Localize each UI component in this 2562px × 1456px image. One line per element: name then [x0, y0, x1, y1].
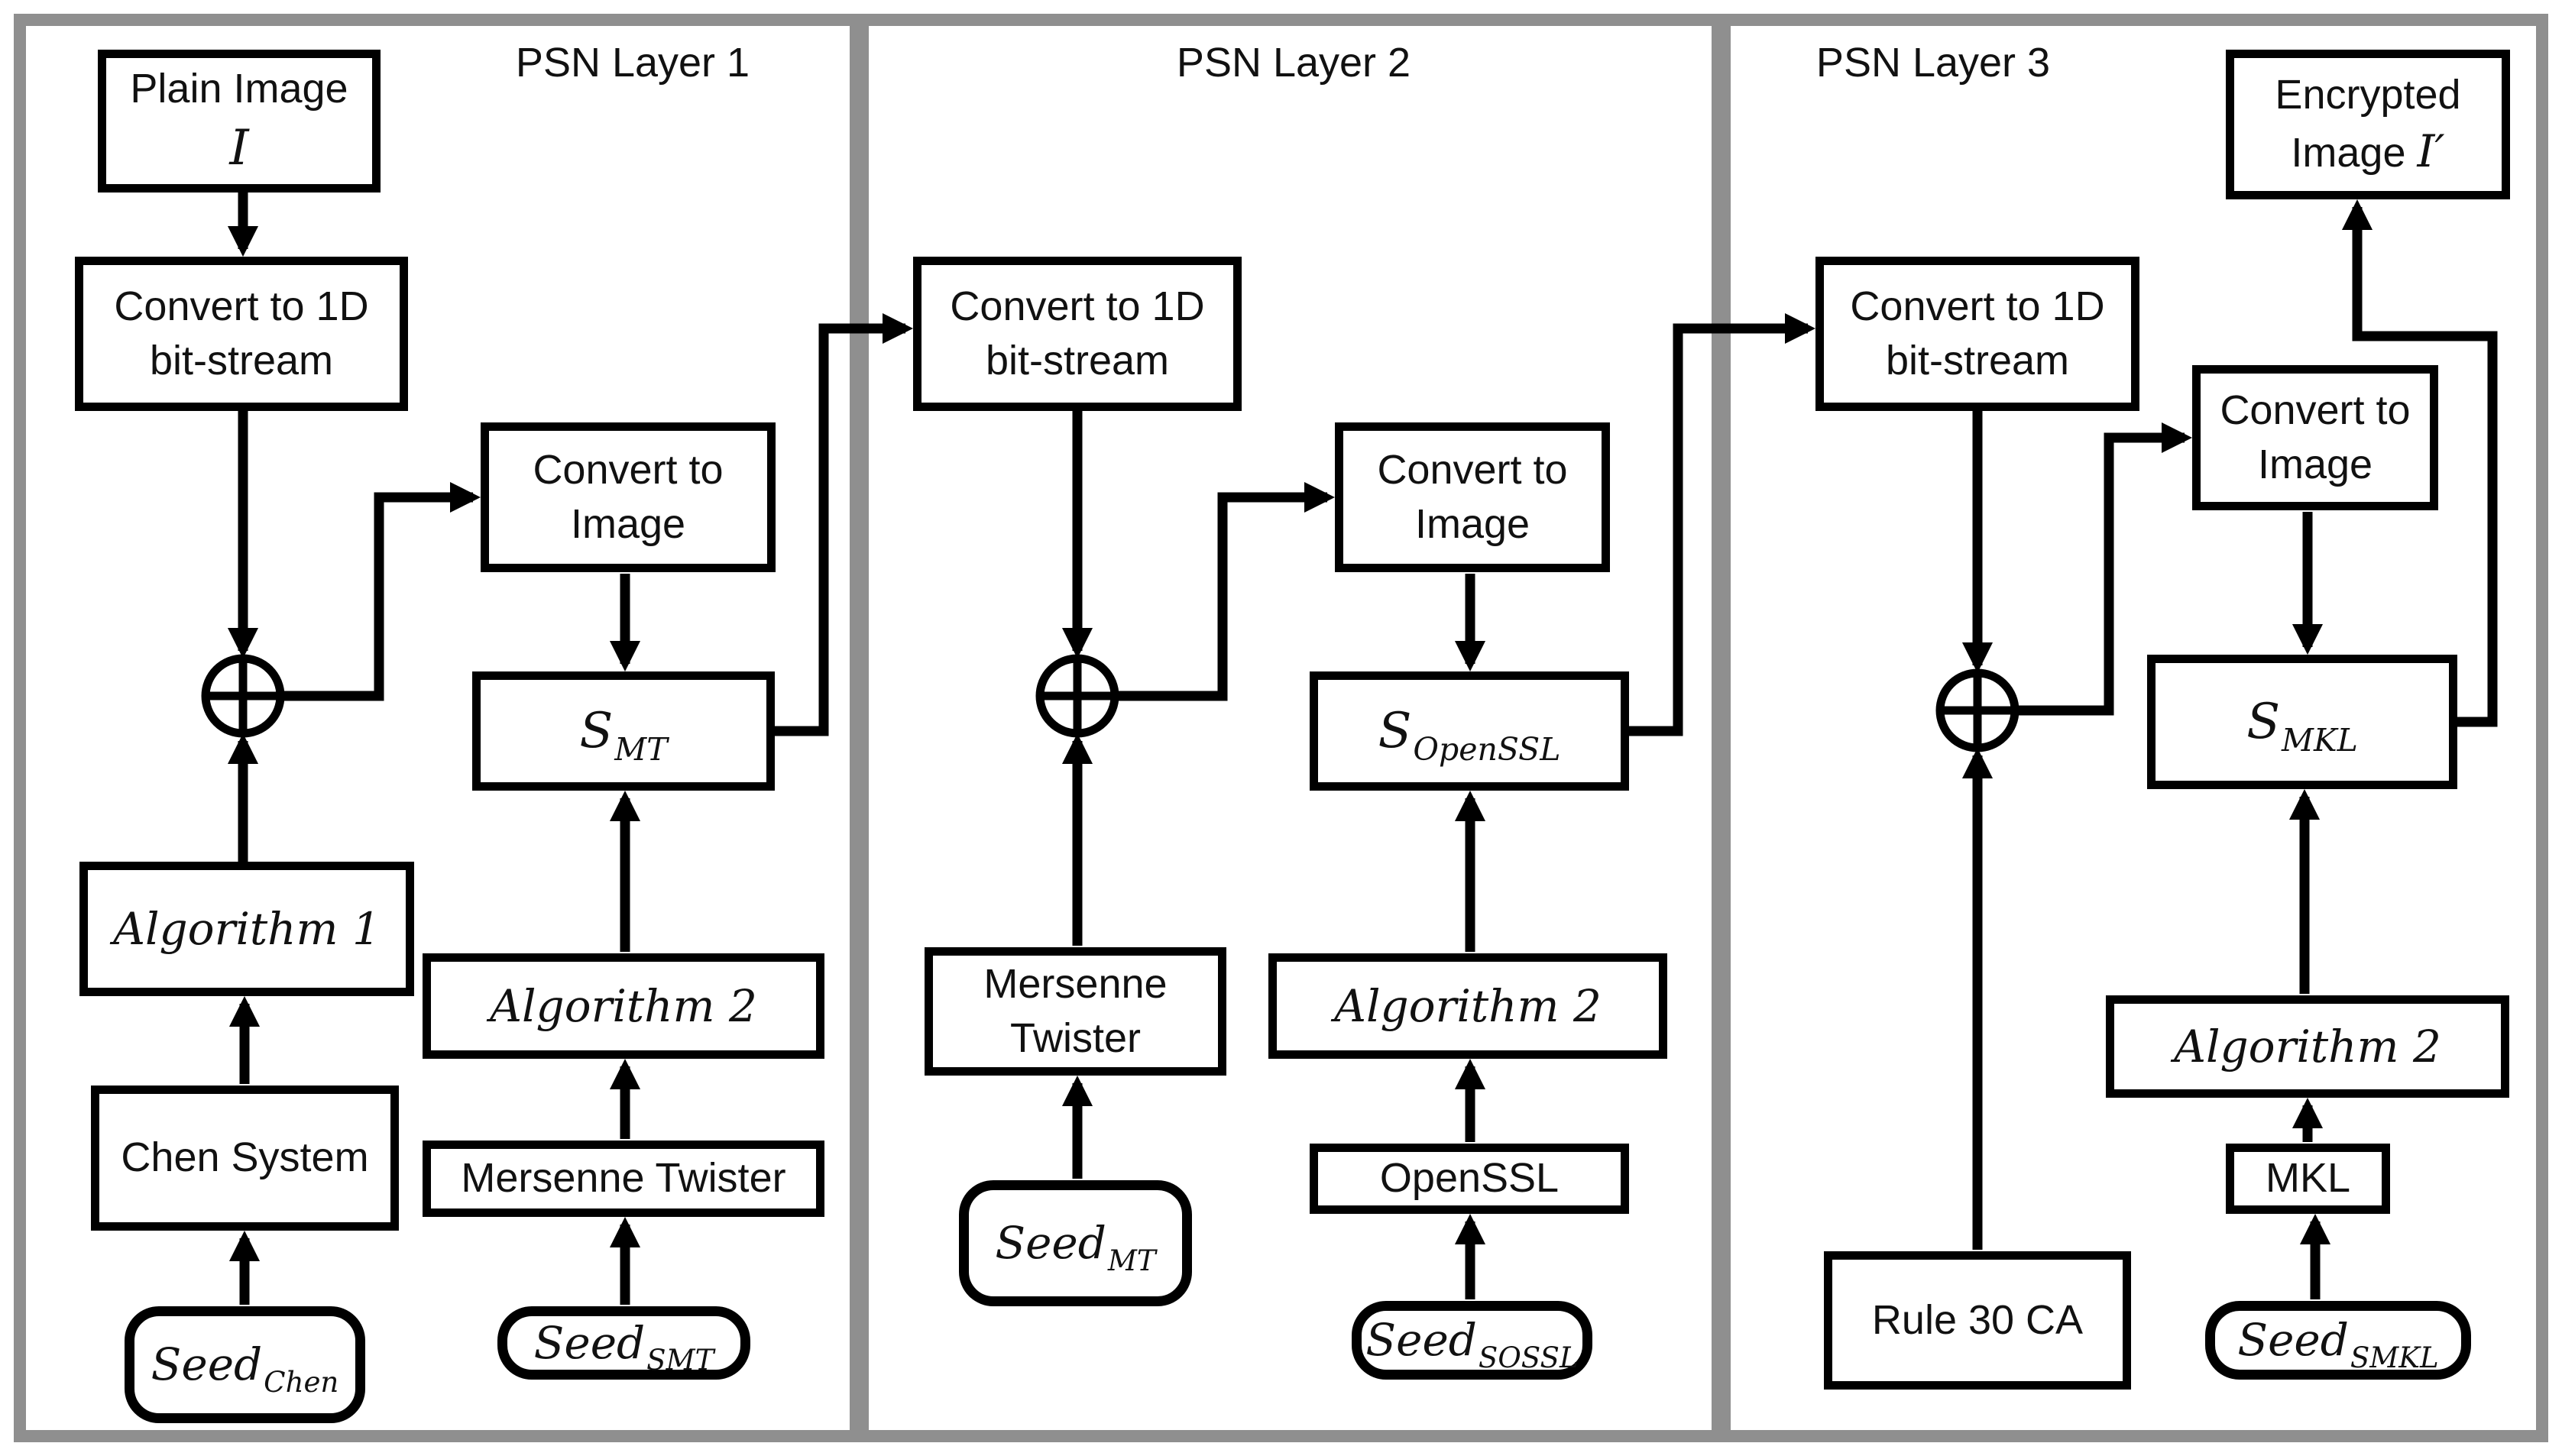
panel-divider-2: [1712, 14, 1731, 1442]
algorithm-2-box-l1: Algorithm 2: [423, 953, 824, 1059]
arrow-sopenssl-to-convert1d-l3: [1629, 312, 1816, 736]
mkl-box: MKL: [2226, 1144, 2390, 1214]
algorithm-2-box-l3: Algorithm 2: [2106, 995, 2509, 1098]
seed-chen-box: SeedChen: [125, 1306, 365, 1423]
algorithm-2-box-l2: Algorithm 2: [1268, 953, 1667, 1059]
xor-icon-l3: [1935, 668, 2019, 752]
openssl-box: OpenSSL: [1310, 1144, 1629, 1214]
convert-to-image-box-l3: Convert to Image: [2192, 365, 2438, 510]
mersenne-twister-box-l1: Mersenne Twister: [423, 1141, 824, 1217]
s-mkl-box: SMKL: [2147, 655, 2457, 789]
arrow-xor-to-convertimage-l3: [2013, 422, 2193, 716]
encrypted-image-box: Encrypted Image I′: [2226, 50, 2510, 199]
psn-layer-2-title: PSN Layer 2: [1176, 40, 1411, 86]
xor-icon-l2: [1035, 654, 1119, 738]
panel-divider-1: [850, 14, 869, 1442]
arrow-smt-to-convert1d-l2: [775, 312, 914, 736]
arrow-smkl-to-encryptedimage: [2341, 199, 2498, 727]
arrow-xor-to-convertimage-l2: [1113, 481, 1336, 701]
convert-to-1d-bitstream-box-l2: Convert to 1D bit-stream: [913, 257, 1242, 411]
plain-image-box: Plain Image I: [98, 50, 381, 193]
algorithm-1-box: Algorithm 1: [79, 862, 414, 996]
arrow-xor-to-convertimage-l1: [279, 481, 481, 701]
s-mt-box: SMT: [472, 671, 775, 791]
mersenne-twister-box-l2: Mersenne Twister: [925, 947, 1226, 1076]
psn-layer-3-title: PSN Layer 3: [1815, 40, 2051, 86]
convert-to-1d-bitstream-box-l1: Convert to 1D bit-stream: [75, 257, 408, 411]
outer-frame: [14, 14, 2548, 1442]
convert-to-image-box-l2: Convert to Image: [1335, 422, 1610, 572]
s-openssl-box: SOpenSSL: [1310, 671, 1629, 791]
psn-layer-1-title: PSN Layer 1: [515, 40, 750, 86]
chen-system-box: Chen System: [91, 1086, 399, 1231]
seed-sossl-box: SeedSOSSL: [1352, 1301, 1592, 1380]
convert-to-image-box-l1: Convert to Image: [481, 422, 776, 572]
seed-smkl-box: SeedSMKL: [2205, 1301, 2471, 1380]
xor-icon-l1: [201, 654, 285, 738]
seed-smt-box: SeedSMT: [497, 1306, 750, 1380]
convert-to-1d-bitstream-box-l3: Convert to 1D bit-stream: [1815, 257, 2139, 411]
rule-30-ca-box: Rule 30 CA: [1824, 1251, 2131, 1390]
seed-mt-box: SeedMT: [959, 1180, 1192, 1306]
